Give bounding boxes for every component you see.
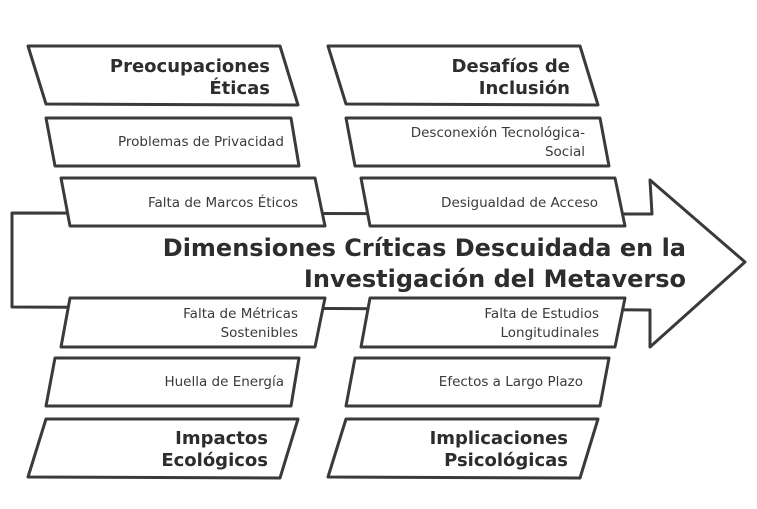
category-label-ecologicos: Impactos Ecológicos xyxy=(161,428,268,471)
cause-box-estudios-shape xyxy=(359,296,627,349)
cause-box-marcos-shape xyxy=(59,176,327,228)
category-box-etica-shape xyxy=(26,44,300,107)
cause-label-privacidad: Problemas de Privacidad xyxy=(117,134,284,150)
cause-label-energia: Huella de Energía xyxy=(164,374,284,390)
category-box-ecologicos-shape xyxy=(26,417,300,480)
cause-label-marcos: Falta de Marcos Éticos xyxy=(147,195,298,211)
cause-box-privacidad-shape xyxy=(44,116,301,168)
cause-label-desconexion: Desconexión Tecnológica- Social xyxy=(410,125,585,160)
cause-label-desigualdad: Desigualdad de Acceso xyxy=(441,195,598,211)
category-box-psicologicas-shape xyxy=(326,417,600,480)
cause-label-metricas: Falta de Métricas Sostenibles xyxy=(183,306,298,341)
cause-label-efectos: Efectos a Largo Plazo xyxy=(438,374,583,390)
category-label-inclusion: Desafíos de Inclusión xyxy=(451,56,570,99)
category-box-inclusion-shape xyxy=(326,44,600,107)
cause-label-estudios: Falta de Estudios Longitudinales xyxy=(484,306,599,341)
cause-box-desigualdad-shape xyxy=(359,176,627,228)
category-label-psicologicas: Implicaciones Psicológicas xyxy=(429,428,568,471)
cause-box-desconexion-shape xyxy=(344,116,611,168)
category-label-etica: Preocupaciones Éticas xyxy=(109,56,270,99)
cause-box-metricas-shape xyxy=(59,296,327,349)
diagram-title: Dimensiones Críticas Descuidada en la In… xyxy=(162,234,686,293)
cause-box-efectos-shape xyxy=(344,356,611,408)
cause-box-energia-shape xyxy=(44,356,301,408)
